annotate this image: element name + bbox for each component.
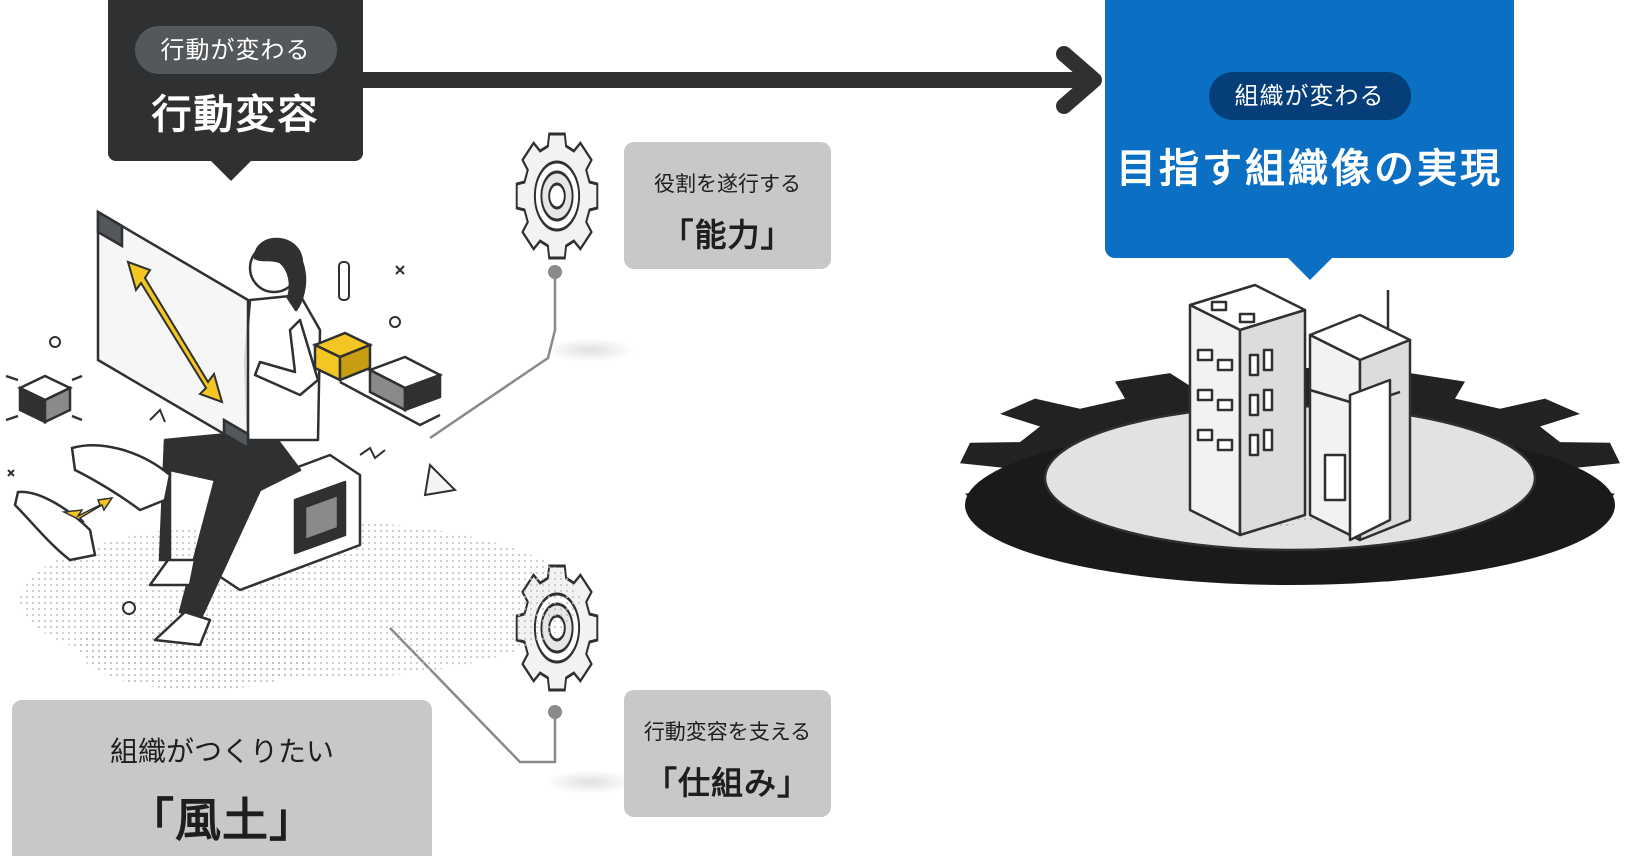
mechanism-title: 「仕組み」 (644, 764, 810, 802)
cube-icon (5, 374, 83, 424)
mechanism-label-box: 行動変容を支える 「仕組み」 (624, 690, 831, 817)
culture-subtitle: 組織がつくりたい (109, 735, 334, 768)
culture-title: 「風土」 (128, 793, 316, 847)
behavior-change-pill: 行動が変わる (134, 26, 337, 74)
connector-lines (389, 272, 557, 764)
organization-change-title: 目指す組織像の実現 (1116, 146, 1503, 192)
behavior-change-title: 行動変容 (151, 92, 320, 138)
ability-title: 「能力」 (661, 216, 794, 254)
building-icon (1188, 283, 1412, 542)
connector-dot (548, 705, 562, 719)
double-arrow-icon (126, 260, 224, 404)
culture-label-box: 組織がつくりたい 「風土」 (12, 700, 432, 856)
connector-dot (548, 265, 562, 279)
box-illustration (311, 331, 444, 427)
hand-illustration (13, 444, 172, 562)
organization-change-pill: 組織が変わる (1208, 72, 1411, 120)
organization-change-callout: 組織が変わる 目指す組織像の実現 (1105, 0, 1514, 280)
decoration (7, 261, 458, 615)
behavior-change-callout: 行動が変わる 行動変容 (108, 0, 363, 181)
gear-icon (515, 132, 599, 260)
double-arrow-icon (61, 497, 114, 523)
person-illustration (148, 237, 362, 647)
arrow-right-icon (360, 46, 1102, 114)
ability-subtitle: 役割を遂行する (654, 172, 801, 196)
mechanism-subtitle: 行動変容を支える (643, 720, 812, 744)
ability-label-box: 役割を遂行する 「能力」 (624, 142, 831, 269)
